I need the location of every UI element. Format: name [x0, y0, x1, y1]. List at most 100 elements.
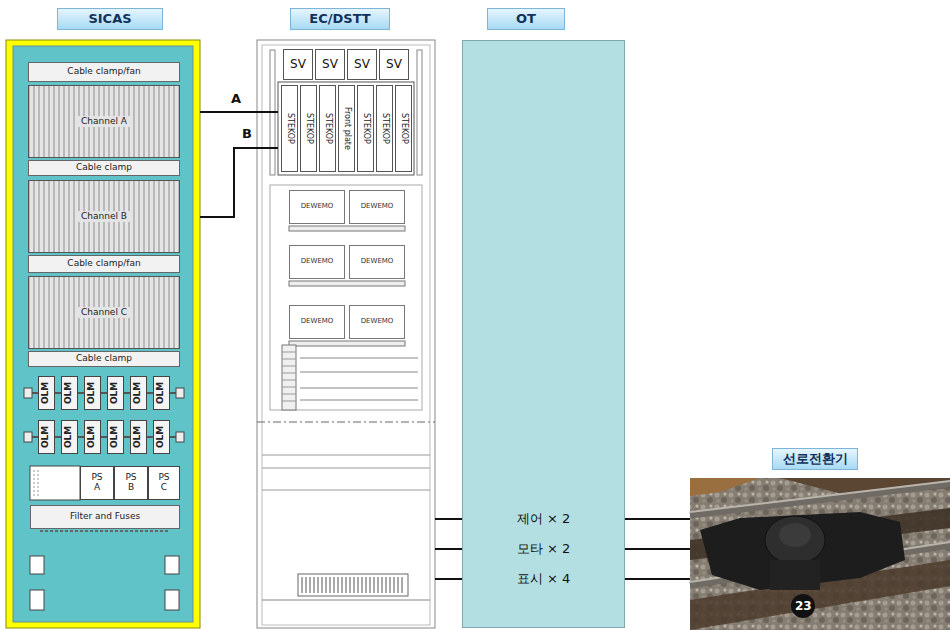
- stekop-card: Front plate: [338, 85, 355, 172]
- cable-clamp-bar: Cable clamp: [28, 351, 180, 367]
- cable-line: [435, 578, 462, 580]
- part-label: Channel A: [78, 116, 130, 128]
- cabinet: EC/DSTTSVSVSVSVSTEKOPSTEKOPSTEKOPFront p…: [257, 40, 435, 628]
- channel-rack: Channel B: [28, 180, 180, 253]
- olm-module: OLM: [107, 376, 124, 410]
- heading-tab: SICAS: [57, 8, 163, 30]
- signal-count: 제어 × 2: [462, 510, 625, 528]
- power-supply: PS C: [148, 466, 180, 500]
- stekop-card: STEKOP: [319, 85, 336, 172]
- part-label: DEWEMO: [361, 318, 394, 326]
- part-label: OLM: [88, 382, 98, 404]
- part-label: OLM: [65, 382, 75, 404]
- dewemo-module: DEWEMO: [349, 245, 405, 279]
- line-label: A: [229, 91, 243, 106]
- channel-rack: Channel C: [28, 276, 180, 349]
- part-label: Cable clamp: [76, 354, 132, 364]
- part-label: SV: [354, 58, 370, 71]
- part-label: OLM: [157, 382, 167, 404]
- part-label: OLM: [88, 426, 98, 448]
- dewemo-module: DEWEMO: [349, 305, 405, 339]
- stekop-card: STEKOP: [395, 85, 412, 172]
- olm-module: OLM: [38, 420, 55, 454]
- olm-module: OLM: [107, 420, 124, 454]
- stekop-card: STEKOP: [281, 85, 298, 172]
- stekop-card: STEKOP: [300, 85, 317, 172]
- part-label: PS B: [121, 473, 141, 493]
- part-label: OLM: [65, 426, 75, 448]
- cable-line: [435, 518, 462, 520]
- part-label: STEKOP: [323, 113, 332, 144]
- power-supply: PS A: [80, 466, 114, 500]
- part-label: OLM: [42, 382, 52, 404]
- olm-module: OLM: [130, 376, 147, 410]
- part-label: Filter and Fuses: [70, 512, 140, 522]
- cabinet: SICASCable clamp/fanChannel ACable clamp…: [6, 40, 200, 628]
- part-label: DEWEMO: [301, 258, 334, 266]
- dewemo-module: DEWEMO: [289, 190, 345, 224]
- part-label: Cable clamp/fan: [67, 259, 140, 269]
- dewemo-module: DEWEMO: [349, 190, 405, 224]
- part-label: STEKOP: [399, 113, 408, 144]
- sv-module: SV: [283, 49, 313, 80]
- sv-module: SV: [315, 49, 345, 80]
- dewemo-module: DEWEMO: [289, 245, 345, 279]
- sv-module: SV: [379, 49, 409, 80]
- olm-module: OLM: [153, 376, 170, 410]
- part-label: OLM: [111, 426, 121, 448]
- ot-panel: OT제어 × 2모타 × 2표시 × 4: [462, 40, 625, 628]
- power-supply: PS B: [114, 466, 148, 500]
- part-label: STEKOP: [304, 113, 313, 144]
- part-label: Cable clamp/fan: [67, 67, 140, 77]
- part-label: DEWEMO: [361, 258, 394, 266]
- part-label: PS C: [154, 473, 174, 493]
- part-label: Channel C: [78, 307, 130, 319]
- part-label: SV: [290, 58, 306, 71]
- cable-clamp-bar: Cable clamp: [28, 160, 180, 176]
- signal-count: 표시 × 4: [462, 570, 625, 588]
- heading-tab: EC/DSTT: [290, 8, 390, 30]
- part-label: OLM: [157, 426, 167, 448]
- cable-line: [625, 518, 690, 520]
- olm-module: OLM: [84, 376, 101, 410]
- point-machine-photo: 선로전환기: [690, 478, 950, 630]
- part-label: Channel B: [78, 211, 130, 223]
- olm-module: OLM: [61, 420, 78, 454]
- part-label: OLM: [111, 382, 121, 404]
- cable-line: [435, 548, 462, 550]
- part-label: OLM: [134, 426, 144, 448]
- part-label: SV: [322, 58, 338, 71]
- part-label: STEKOP: [380, 113, 389, 144]
- part-label: STEKOP: [285, 113, 294, 144]
- cable-line: [625, 578, 690, 580]
- heading-tab: 선로전환기: [772, 448, 858, 470]
- olm-module: OLM: [61, 376, 78, 410]
- part-label: DEWEMO: [361, 203, 394, 211]
- line-label: B: [240, 126, 254, 141]
- cable-clamp-bar: Cable clamp/fan: [28, 255, 180, 273]
- part-label: STEKOP: [361, 113, 370, 144]
- dewemo-module: DEWEMO: [289, 305, 345, 339]
- cable-clamp-bar: Cable clamp/fan: [28, 62, 180, 82]
- part-label: Cable clamp: [76, 163, 132, 173]
- part-label: DEWEMO: [301, 318, 334, 326]
- sv-module: SV: [347, 49, 377, 80]
- part-label: OLM: [134, 382, 144, 404]
- part-label: OLM: [42, 426, 52, 448]
- cable-line: [200, 111, 278, 113]
- cable-line: [200, 148, 278, 217]
- cable-clamp-bar: Filter and Fuses: [30, 505, 180, 529]
- part-label: Front plate: [342, 107, 351, 150]
- part-label: DEWEMO: [301, 203, 334, 211]
- olm-module: OLM: [153, 420, 170, 454]
- part-label: PS A: [87, 473, 107, 493]
- cable-line: [625, 548, 690, 550]
- stekop-card: STEKOP: [357, 85, 374, 172]
- olm-module: OLM: [84, 420, 101, 454]
- stekop-card: STEKOP: [376, 85, 393, 172]
- signal-count: 모타 × 2: [462, 540, 625, 558]
- channel-rack: Channel A: [28, 85, 180, 158]
- heading-tab: OT: [487, 8, 565, 30]
- callout-number: 23: [795, 599, 812, 613]
- olm-module: OLM: [38, 376, 55, 410]
